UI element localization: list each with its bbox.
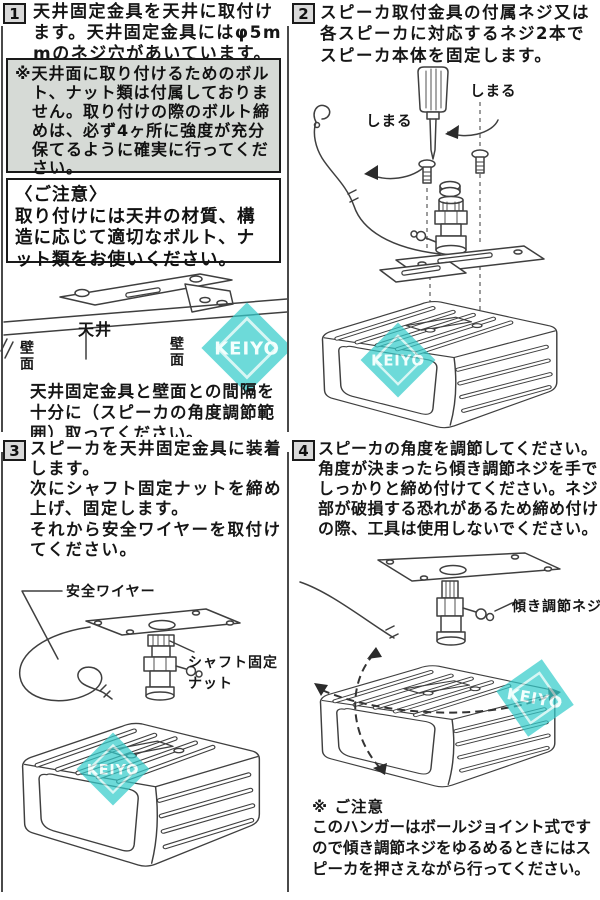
shaft-and-nut-drawing <box>143 634 203 701</box>
safety-wire-drawing <box>19 626 113 702</box>
shaft-nut-pointer-line <box>169 640 195 653</box>
caution-box: 〈ご注意〉 取り付けには天井の材質、構造に応じて適切なボルト、ナット類をお使いく… <box>6 178 281 270</box>
ceiling-label: 天井 <box>78 320 113 339</box>
section-step1: 1 天井固定金具を天井に取付けます。天井固定金具にはφ5mmのネジ穴があいていま… <box>0 0 287 437</box>
step-number-badge: 3 <box>3 440 26 461</box>
instruction-text-step3: スピーカを天井固定金具に装着します。 次にシャフト固定ナットを締め上げ、固定しま… <box>30 439 282 559</box>
step-number: 3 <box>9 441 20 460</box>
mounting-screws <box>418 149 489 198</box>
instruction-text-step2: スピーカ取付金具の付属ネジ又は各スピーカに対応するネジ2本でスピーカ本体を固定し… <box>320 3 590 65</box>
bracket-drawing <box>59 273 234 313</box>
column-divider-bottom <box>287 452 289 892</box>
left-rule-top <box>1 26 3 432</box>
supplied-parts-note: ※天井面に取り付けるためのボルト、ナット類は付属しておりません。取り付けの際のボ… <box>6 58 281 177</box>
ball-joint-note-title: ※ ご注意 <box>312 798 384 816</box>
tighten-label-right: しまる <box>470 84 517 100</box>
step-number-badge: 4 <box>292 440 315 461</box>
wall-label-left: 壁面 <box>18 340 34 372</box>
shaft-nut-label: シャフト固定ナット <box>188 655 278 692</box>
speaker-drawing <box>322 302 556 428</box>
safety-wire-label: 安全ワイヤー <box>66 584 156 600</box>
caution-text: 取り付けには天井の材質、構造に応じて適切なボルト、ナット類をお使いください。 <box>15 206 256 271</box>
step-number-badge: 2 <box>292 3 315 24</box>
safety-wire-drawing <box>299 581 399 639</box>
wall-label-right: 壁面 <box>168 336 184 368</box>
section-step4: 4 スピーカの角度を調節してください。角度が決まったら傾き調節ネジを手でしっかり… <box>290 437 600 900</box>
column-divider-top <box>287 26 289 432</box>
tilt-screw-pointer-line <box>494 601 523 612</box>
rotation-arrows <box>364 119 499 180</box>
step-number: 2 <box>298 4 309 23</box>
step-number-badge: 1 <box>3 3 26 24</box>
ceiling-plate-drawing <box>377 552 561 582</box>
section-step2: 2 スピーカ取付金具の付属ネジ又は各スピーカに対応するネジ2本でスピーカ本体を固… <box>290 0 600 437</box>
ceiling-bracket-diagram <box>0 273 287 392</box>
speaker-drawing <box>23 723 260 866</box>
speaker-mounted-diagram <box>19 590 287 900</box>
spacing-caption: 天井固定金具と壁面との間隔を十分に（スピーカの角度調節範囲）取ってください。 <box>30 382 275 437</box>
instruction-text-step4: スピーカの角度を調節してください。角度が決まったら傾き調節ネジを手でしっかりと締… <box>318 439 599 538</box>
tighten-label-left: しまる <box>366 114 413 130</box>
ceiling-plate-drawing <box>85 608 241 636</box>
safety-wire-drawing <box>313 104 441 255</box>
caution-title: 〈ご注意〉 <box>15 185 108 205</box>
step-number: 4 <box>298 441 309 460</box>
ball-joint-assembly <box>410 195 468 256</box>
tilt-screw-label: 傾き調節ネジ <box>512 599 600 615</box>
left-rule-bottom <box>1 452 3 892</box>
mount-bracket-plate <box>379 245 545 283</box>
keiyo-logo <box>199 300 287 392</box>
step-number: 1 <box>9 4 20 23</box>
speaker-exploded-diagram <box>313 66 600 437</box>
tilt-screw-assembly <box>436 580 495 646</box>
instruction-text-step1: 天井固定金具を天井に取付けます。天井固定金具にはφ5mmのネジ穴があいています。 <box>33 2 283 65</box>
tilt-adjust-diagram <box>299 552 582 900</box>
safety-wire-pointer-line <box>21 590 63 660</box>
supplied-parts-note-text: ※天井面に取り付けるためのボルト、ナット類は付属しておりません。取り付けの際のボ… <box>15 64 271 178</box>
ball-joint-note-text: このハンガーはボールジョイント式ですので傾き調節ネジをゆるめるときにはスピーカを… <box>312 818 592 878</box>
screw-alignment-lines <box>426 174 481 322</box>
section-step3: 3 スピーカを天井固定金具に装着します。 次にシャフト固定ナットを締め上げ、固定… <box>0 437 287 900</box>
screwdriver-drawing <box>417 66 449 160</box>
